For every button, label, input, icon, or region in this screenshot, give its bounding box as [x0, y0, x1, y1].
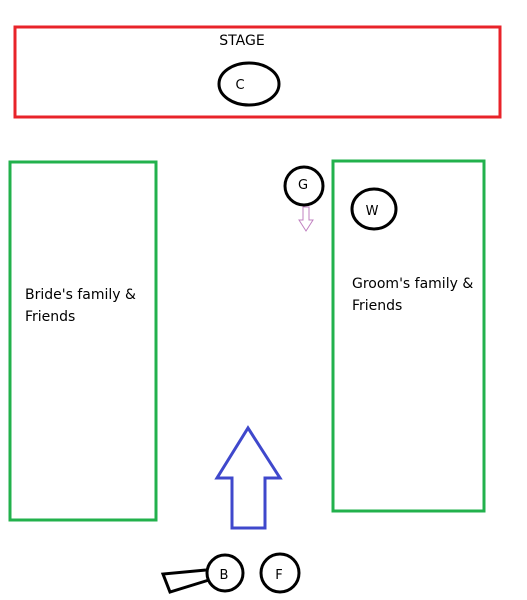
stage-label: STAGE [219, 33, 265, 49]
circle-f-label: F [275, 568, 283, 583]
circle-b [205, 553, 245, 593]
circle-c [217, 61, 281, 107]
circle-f [259, 552, 301, 594]
circle-w [350, 187, 398, 231]
circle-g [283, 165, 325, 207]
circle-b-label: B [219, 568, 229, 583]
stage-box [13, 25, 502, 119]
cone-shape [160, 568, 210, 594]
circle-w-label: W [365, 204, 379, 219]
circle-g-label: G [297, 178, 309, 193]
small-down-arrow [298, 206, 314, 232]
circle-c-label: C [235, 78, 245, 93]
groom-seating-box [331, 159, 486, 513]
groom-seating-label: Groom's family & Friends [352, 276, 474, 314]
bride-seating-label: Bride's family & Friends [25, 287, 136, 325]
bride-seating-box [8, 160, 158, 522]
aisle-up-arrow [214, 425, 283, 530]
